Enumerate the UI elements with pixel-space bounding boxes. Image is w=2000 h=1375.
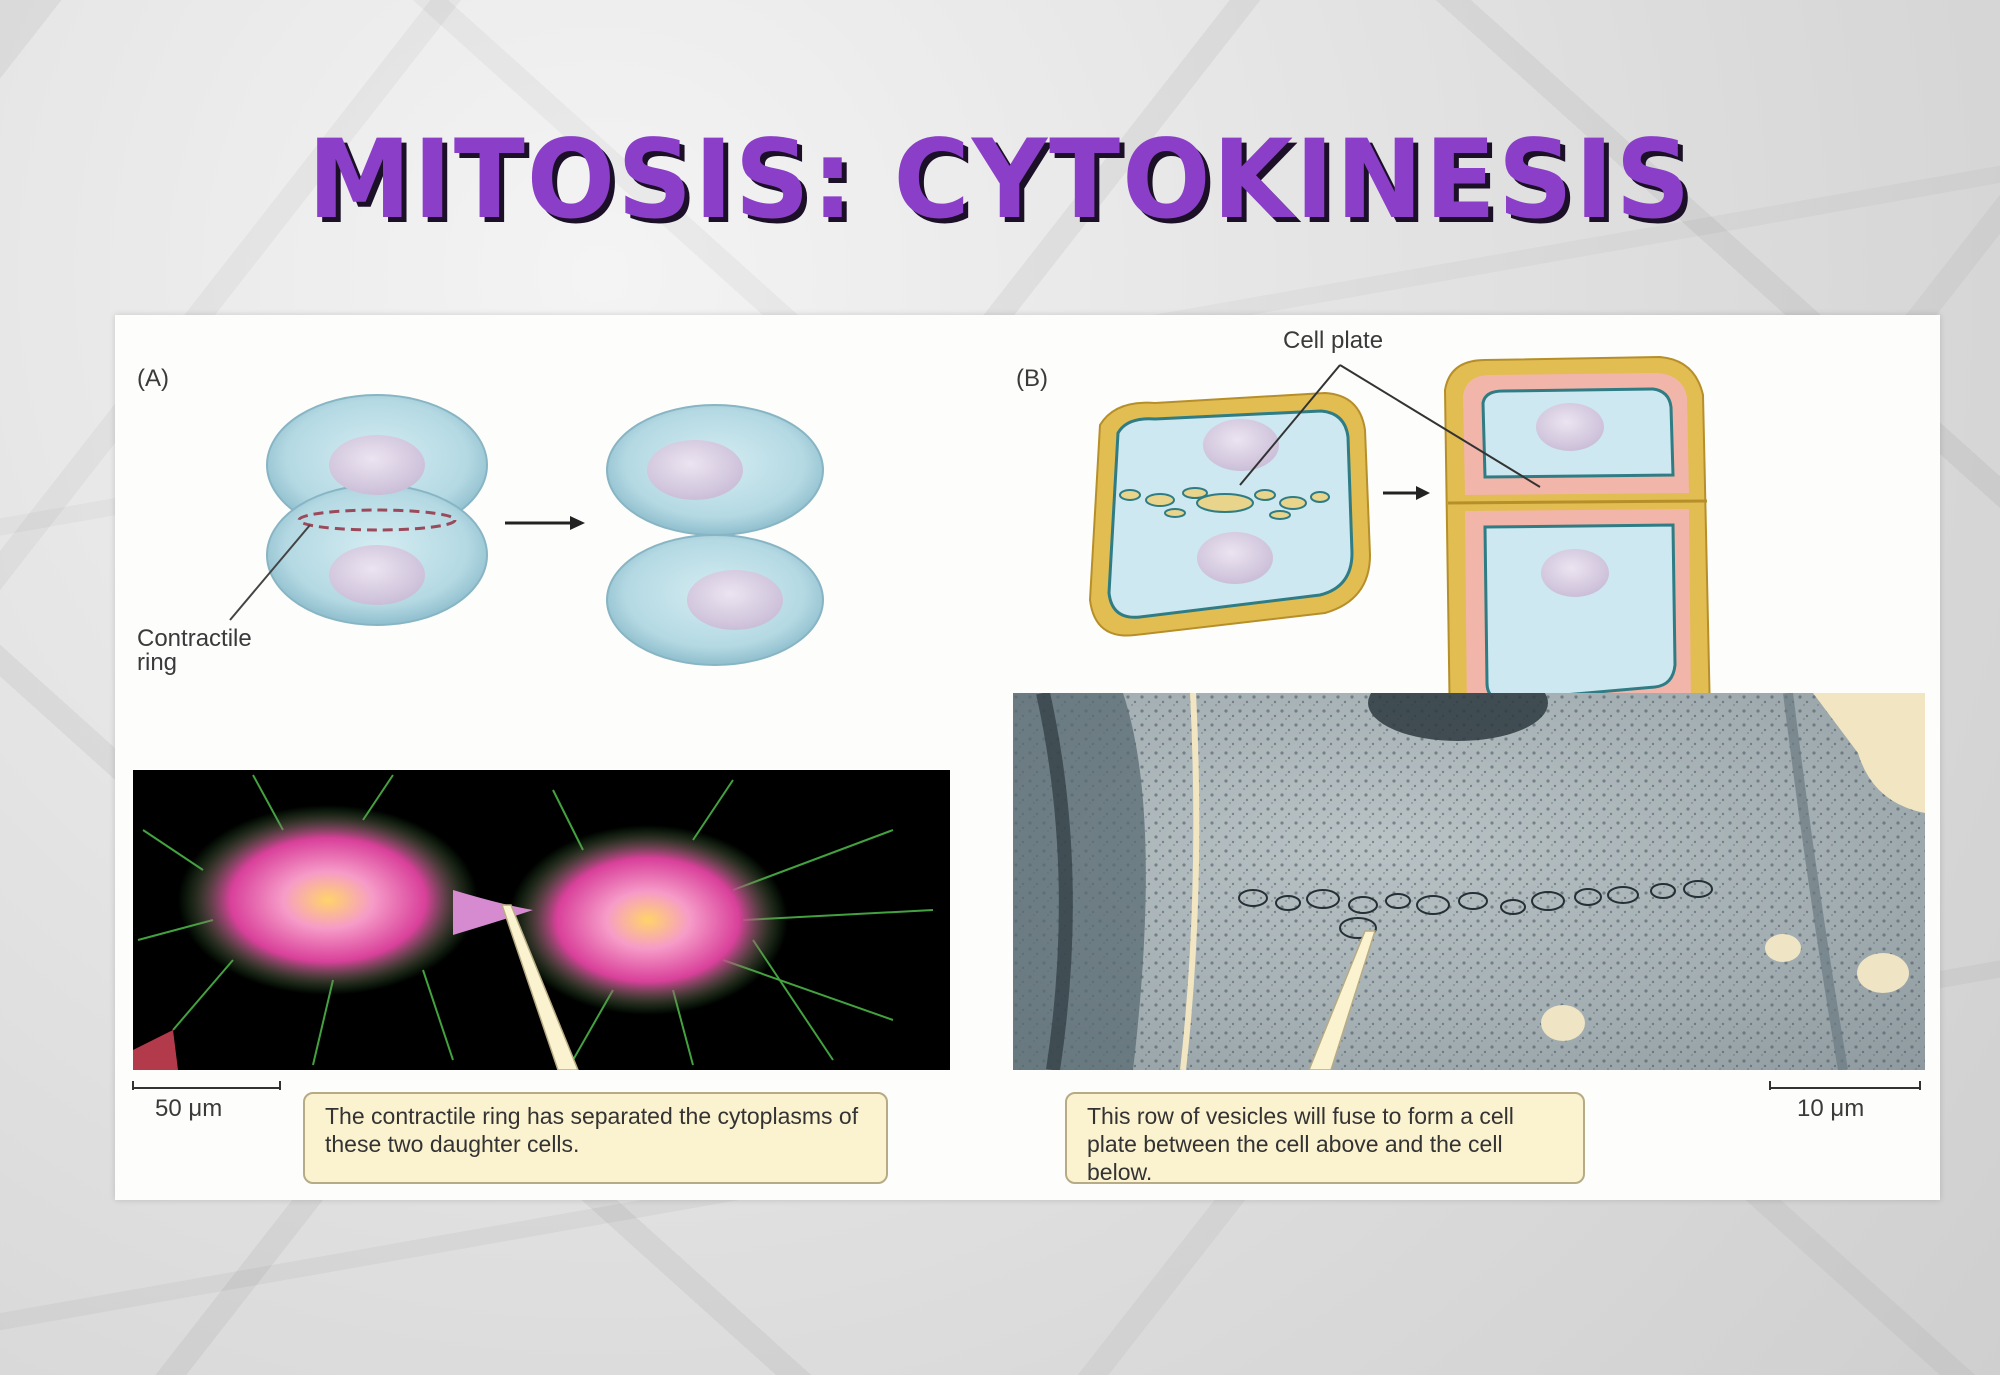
fluorescence-micrograph	[133, 770, 950, 1070]
scale-bar-a	[132, 1081, 281, 1090]
plate-pointer-line-right	[1339, 364, 1541, 488]
plant-cell-drawing	[1088, 364, 1372, 637]
plate-pointer-line-left	[1239, 364, 1341, 486]
figure-panel: (A) (B) Contractile ring Cell plate	[115, 315, 1940, 1200]
vesicle-row	[1119, 487, 1330, 520]
contractile-ring	[297, 508, 457, 532]
cell-plate-micrograph	[1013, 693, 1925, 1070]
callout-pointer-a	[500, 904, 579, 1070]
ring-pointer-line	[229, 524, 311, 621]
callout-a: The contractile ring has separated the c…	[303, 1092, 888, 1184]
arrow-icon	[1383, 486, 1430, 500]
cell-plate-label: Cell plate	[1283, 327, 1384, 354]
dividing-cells-fluorescence	[133, 774, 934, 1070]
ring-label-line2: ring	[137, 649, 178, 676]
scale-bar-b	[1769, 1081, 1921, 1090]
page-title: Mitosis: Cytokinesis	[307, 114, 1693, 244]
daughter-cells-drawing	[606, 404, 824, 666]
electron-micrograph	[1013, 693, 1925, 1070]
scale-label-b: 10 μm	[1797, 1095, 1865, 1122]
vesicle-row-micrograph	[1238, 880, 1713, 939]
callout-b: This row of vesicles will fuse to form a…	[1065, 1092, 1585, 1185]
divided-plant-cells-drawing	[1339, 355, 1712, 760]
contractile-ring-label: Contractile ring	[137, 627, 252, 675]
dividing-cell-drawing	[229, 394, 488, 626]
panel-b-label: (B)	[1016, 365, 1048, 392]
ring-label-line1: Contractile	[137, 625, 252, 652]
callout-pointer-b	[1308, 930, 1377, 1070]
figure-illustrations	[132, 355, 1921, 1090]
scale-label-a: 50 μm	[155, 1095, 223, 1122]
panel-a-label: (A)	[137, 365, 169, 392]
arrow-icon	[505, 516, 585, 530]
